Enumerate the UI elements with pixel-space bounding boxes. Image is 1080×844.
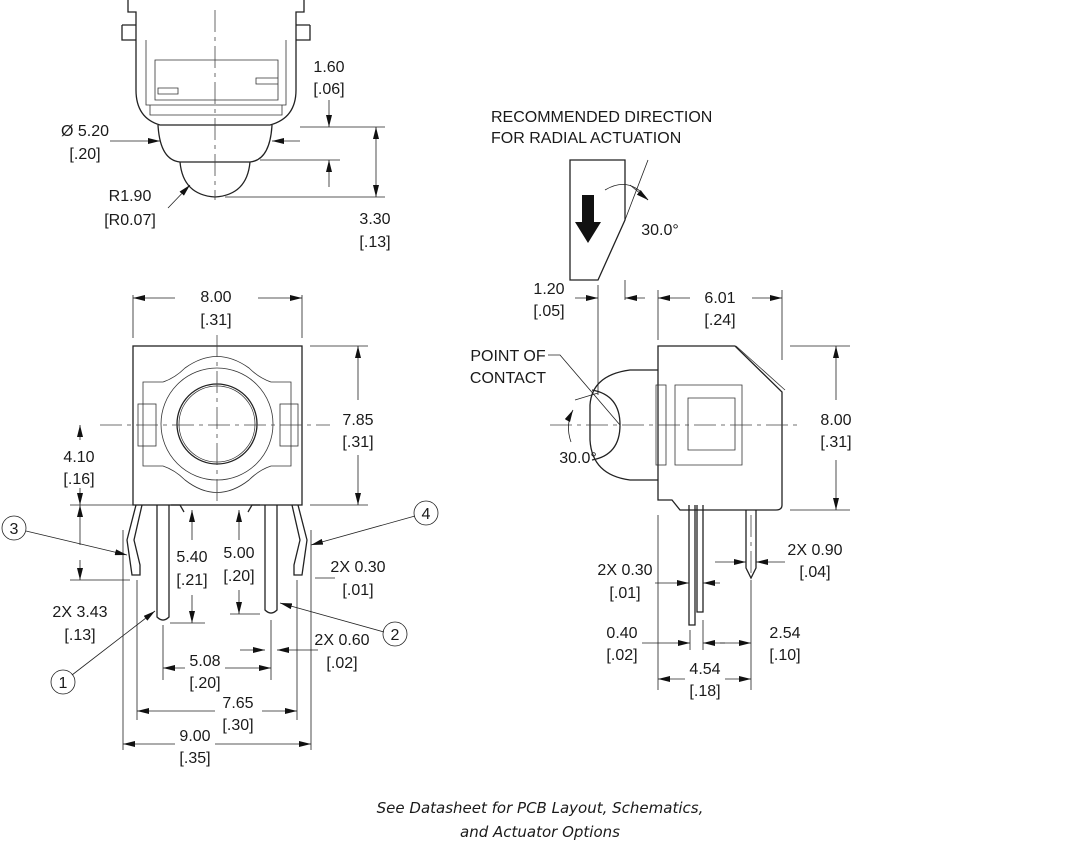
contact-label-line1: POINT OF	[470, 348, 545, 365]
dim-label: [.16]	[63, 471, 94, 488]
dim-label: 8.00	[820, 412, 851, 429]
dim-label: [.13]	[359, 234, 390, 251]
angle-label: 30.0°	[641, 222, 679, 239]
dim-label: [R0.07]	[104, 212, 156, 229]
dim-label: [.31]	[820, 434, 851, 451]
dim-label: [.04]	[799, 564, 830, 581]
dim-label: 0.40	[606, 625, 637, 642]
actuation-note-line1: RECOMMENDED DIRECTION	[491, 109, 712, 126]
dim-label: [.10]	[769, 647, 800, 664]
dim-label: R1.90	[109, 188, 152, 205]
svg-text:4: 4	[422, 506, 431, 523]
dim-label: [.02]	[606, 647, 637, 664]
dim-label: [.05]	[533, 303, 564, 320]
footer-note-line2: and Actuator Options	[460, 823, 620, 841]
actuation-note-line2: FOR RADIAL ACTUATION	[491, 130, 681, 147]
dim-label: 2X 0.90	[787, 542, 842, 559]
svg-text:3: 3	[10, 521, 19, 538]
pin-callout-1: 1	[50, 669, 76, 695]
dim-label: [.20]	[69, 146, 100, 163]
dim-label: [.20]	[223, 568, 254, 585]
pin-callout-4: 4	[413, 500, 439, 526]
side-view: RECOMMENDED DIRECTION FOR RADIAL ACTUATI…	[470, 109, 852, 700]
dim-label: 2X 0.30	[330, 559, 385, 576]
dim-label: 2X 3.43	[52, 604, 107, 621]
dim-label: Ø 5.20	[61, 123, 109, 140]
dim-label: 2X 0.60	[314, 632, 369, 649]
dim-label: 4.54	[689, 661, 720, 678]
dim-label: 8.00	[200, 289, 231, 306]
dim-label: [.24]	[704, 312, 735, 329]
dim-label: 5.08	[189, 653, 220, 670]
angle-label: 30.0°	[559, 450, 597, 467]
dim-label: 7.65	[222, 695, 253, 712]
dim-label: 1.60	[313, 59, 344, 76]
dim-label: 3.30	[359, 211, 390, 228]
dim-label: [.31]	[342, 434, 373, 451]
dim-label: 4.10	[63, 449, 94, 466]
dim-label: 7.85	[342, 412, 373, 429]
dim-label: 1.20	[533, 281, 564, 298]
dim-label: [.30]	[222, 717, 253, 734]
dim-label: [.18]	[689, 683, 720, 700]
svg-text:2: 2	[391, 627, 400, 644]
dim-label: 6.01	[704, 290, 735, 307]
top-view: 1.60 [.06] Ø 5.20 [.20] R1.90 [R0.07] 3.…	[61, 0, 391, 251]
dim-label: [.02]	[326, 655, 357, 672]
contact-label-line2: CONTACT	[470, 370, 546, 387]
dim-label: [.21]	[176, 572, 207, 589]
dim-label: 5.00	[223, 545, 254, 562]
dim-label: [.35]	[179, 750, 210, 767]
footer-note-line1: See Datasheet for PCB Layout, Schematics…	[377, 799, 704, 817]
pin-callout-2: 2	[382, 621, 408, 647]
dim-label: 2.54	[769, 625, 800, 642]
dim-label: [.01]	[342, 582, 373, 599]
front-view: 1 2 3 4 8.00 [.31] 7.85 [.31] 4.10 [.16]…	[1, 289, 439, 767]
dim-label: [.13]	[64, 627, 95, 644]
dim-label: 9.00	[179, 728, 210, 745]
dim-label: 2X 0.30	[597, 562, 652, 579]
dim-label: [.06]	[313, 81, 344, 98]
dim-label: [.20]	[189, 675, 220, 692]
svg-text:1: 1	[59, 675, 68, 692]
dim-label: [.01]	[609, 585, 640, 602]
down-arrow-icon	[575, 195, 601, 243]
pin-callout-3: 3	[1, 515, 27, 541]
dim-label: [.31]	[200, 312, 231, 329]
dim-label: 5.40	[176, 549, 207, 566]
